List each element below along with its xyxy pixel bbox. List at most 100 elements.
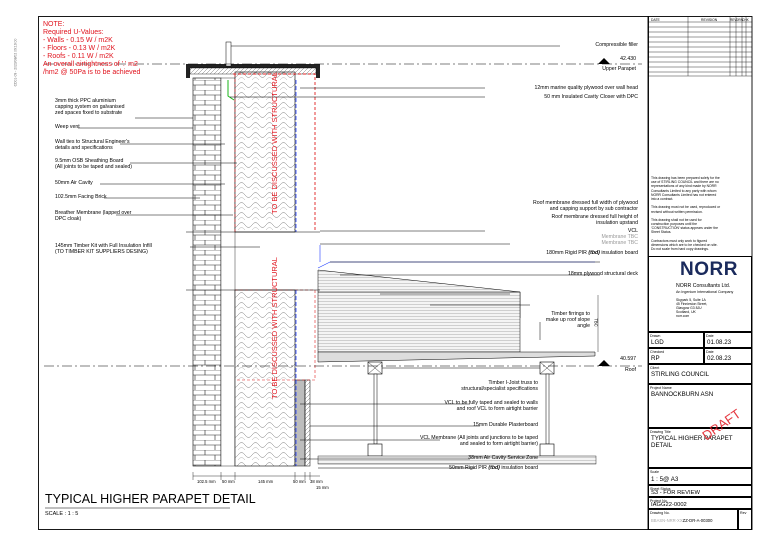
- client-label: Client: [650, 365, 660, 370]
- project-label: Project Name: [650, 385, 672, 390]
- company-address-1: Skypark 5, Suite 1A: [676, 298, 706, 302]
- note-text: Do not scale from hard copy drawings.: [651, 247, 709, 252]
- timber-kit-lower: [234, 289, 296, 467]
- drawing-no-cell: Drawing No. BBASN-NRR-XXZZ-DR-A-00300: [648, 509, 738, 530]
- dpc-line: [227, 80, 235, 101]
- checked-label: Checked: [650, 349, 665, 354]
- label-ijoist-2: structural/specialist specifications: [461, 386, 538, 392]
- note-line: - Walls - 0.15 W / m2K: [43, 37, 113, 44]
- revision-grid: [648, 16, 752, 77]
- label-weep-vent: Weep vent: [55, 124, 80, 130]
- label-osb-2: (All joints to be taped and sealed): [55, 164, 132, 170]
- label-pir-50: 50mm Rigid PIR (tbd) insulation board: [449, 465, 538, 471]
- drawing-title: TYPICAL HIGHER PARAPET DETAIL: [45, 492, 256, 506]
- label-capping-1: 3mm thick PPC aluminium: [55, 98, 116, 104]
- label-vcl-membrane-2: and sealed to form airtight barrier): [459, 441, 538, 447]
- dimension-15: 15 mm: [316, 485, 329, 490]
- roof-level-label: Roof: [625, 367, 636, 373]
- label-roof-membrane-1b: and capping support by sub contractor: [549, 206, 638, 212]
- drawing-no-label: Drawing No.: [650, 510, 670, 515]
- company-address-2: 45 Finnieston Street,: [676, 302, 708, 306]
- right-leaders: [230, 45, 600, 469]
- label-capping-3: zed spaces fixed to substrate: [55, 110, 123, 116]
- checked-date-cell: Date 02.08.23: [704, 348, 752, 364]
- note-text: Contractors must only work to figured: [651, 238, 708, 243]
- company-block: [648, 256, 752, 332]
- label-membrane-tbc-2: Membrane TBC: [601, 240, 638, 246]
- client-cell: Client STIRLING COUNCIL: [648, 364, 752, 384]
- company-address-5: norr.com: [676, 314, 690, 318]
- note-line: NOTE:: [43, 21, 65, 28]
- ijoist-bottom-2: [539, 443, 555, 457]
- label-osb-1: 9.5mm OSB Sheathing Board: [55, 158, 124, 164]
- dimension-50b: 50 mm: [293, 479, 306, 484]
- compressible-filler: [225, 41, 232, 67]
- label-vcl-taped-2: and roof VCL to form airtight barrier: [456, 406, 538, 412]
- level-marker-upper: [598, 58, 610, 64]
- label-wall-ties-2: details and specifications: [55, 145, 113, 151]
- status-cell: Sheet Status S3 - FOR REVIEW: [648, 485, 752, 497]
- pir-180-suffix: insulation board: [601, 250, 638, 256]
- upper-parapet-level: 42.430: [620, 56, 636, 62]
- scale-label: Scale: [650, 469, 659, 474]
- ijoist-web-2: [545, 373, 550, 445]
- roof-level: 40.597: [620, 356, 636, 362]
- dimension-145: 145 mm: [258, 479, 274, 484]
- label-roof-membrane-2a: Roof membrane dressed full height of: [551, 214, 638, 220]
- dimension-50a: 50 mm: [222, 479, 235, 484]
- label-firrings-1: Timber firrings to: [551, 311, 590, 317]
- note-text: This drawing must not be used, reproduce…: [651, 205, 721, 210]
- checked-cell: Checked RP: [648, 348, 704, 364]
- pir-50-text: 50mm Rigid PIR: [449, 465, 487, 471]
- drawing-title-line-1: TYPICAL HIGHER PARAPET: [651, 435, 733, 442]
- company-address-3: Glasgow G3 8JU: [676, 306, 702, 310]
- roof-insulation: [317, 291, 521, 353]
- drawing-title-line-2: DETAIL: [651, 442, 673, 449]
- ijoist-web: [373, 373, 378, 445]
- rev-header-chk: CHK: [742, 18, 749, 22]
- norr-logo: NORR: [680, 259, 738, 280]
- label-breather-2: DPC cloak): [55, 216, 82, 222]
- pir-50-suffix: insulation board: [501, 465, 538, 471]
- note-text: This drawing has been prepared solely fo…: [651, 176, 720, 180]
- note-text: revised without written permission.: [651, 209, 703, 214]
- note-text: This drawing shall not be used for: [651, 217, 702, 222]
- dimension-chain: [192, 472, 320, 480]
- dimension-38: 38 mm: [310, 479, 323, 484]
- project-cell: Project Name BANNOCKBURN ASN: [648, 384, 752, 428]
- label-pir-180: 180mm Rigid PIR (tbd) insulation board: [546, 250, 638, 256]
- note-text: representations of any kind made by NORR: [651, 184, 717, 189]
- left-leaders: [78, 117, 260, 248]
- project-no-cell: Project No. IAGG22-0002: [648, 497, 752, 509]
- facing-brick: [192, 77, 222, 467]
- drawing-no-part-b: ZZ-DR-A-00300: [682, 518, 713, 523]
- project-no-value: IAGG22-0002: [651, 502, 687, 508]
- timber-kit-upper: [234, 71, 296, 233]
- structural-note-top: TO BE DISCUSSED WITH STRUCTURAL: [270, 72, 279, 214]
- label-service-zone: 38mm Air Cavity Service Zone: [468, 455, 538, 461]
- company-tagline: An Ingenium International Company: [676, 290, 734, 294]
- service-zone: [294, 379, 306, 467]
- scale-value: 1 : 5@ A3: [651, 476, 679, 483]
- drawn-cell: Drawn LGD: [648, 332, 704, 348]
- level-marker-roof: [598, 360, 610, 366]
- label-plasterboard: 15mm Durable Plasterboard: [473, 422, 538, 428]
- rev-label: Rev: [740, 510, 747, 515]
- rev-cell: Rev: [738, 509, 752, 530]
- label-firrings-2: make up roof slope: [545, 317, 590, 323]
- tbc-dimension-label: TBC: [593, 318, 599, 327]
- break-lines: [186, 231, 320, 291]
- label-capping-2: capping system on galvanised: [55, 104, 125, 110]
- label-firrings-3: angle: [577, 323, 590, 329]
- status-value: S3 - FOR REVIEW: [651, 490, 700, 496]
- capping: [186, 64, 320, 78]
- rev-header-date: DATE: [651, 18, 660, 22]
- plasterboard: [304, 379, 311, 467]
- roof-membrane-line: [233, 73, 316, 232]
- disclaimer-notes: This drawing has been prepared solely fo…: [651, 176, 749, 251]
- note-text: Sheet Status.: [651, 230, 672, 235]
- label-ijoist-1: Timber I-Joist truss to: [488, 380, 538, 386]
- drawn-date-cell: Date 01.08.23: [704, 332, 752, 348]
- drawn-date-label: Date: [706, 333, 714, 338]
- air-cavity: [220, 77, 236, 467]
